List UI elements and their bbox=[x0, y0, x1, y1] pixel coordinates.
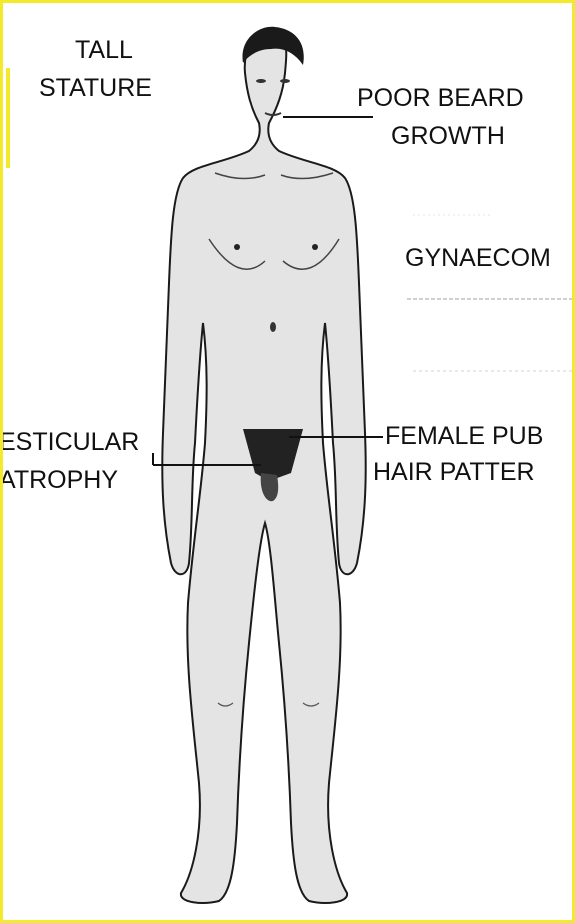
poor-beard-label-line2: GROWTH bbox=[391, 121, 505, 151]
tall-stature-label-line2: STATURE bbox=[39, 73, 152, 103]
gynaecomastia-label: GYNAECOM bbox=[405, 243, 551, 273]
left-nipple bbox=[234, 244, 240, 250]
right-nipple bbox=[312, 244, 318, 250]
tall-stature-label-line1: TALL bbox=[75, 35, 133, 65]
testicular-atrophy-label-line2: ATROPHY bbox=[0, 465, 118, 495]
navel bbox=[270, 322, 276, 332]
female-pubic-label-line1: FEMALE PUB bbox=[385, 421, 543, 451]
poor-beard-label-line1: POOR BEARD bbox=[357, 83, 524, 113]
right-eye bbox=[280, 79, 290, 83]
testicular-atrophy-label-line1: ESTICULAR bbox=[0, 427, 139, 457]
female-pubic-label-line2: HAIR PATTER bbox=[373, 457, 535, 487]
left-eye bbox=[256, 79, 266, 83]
